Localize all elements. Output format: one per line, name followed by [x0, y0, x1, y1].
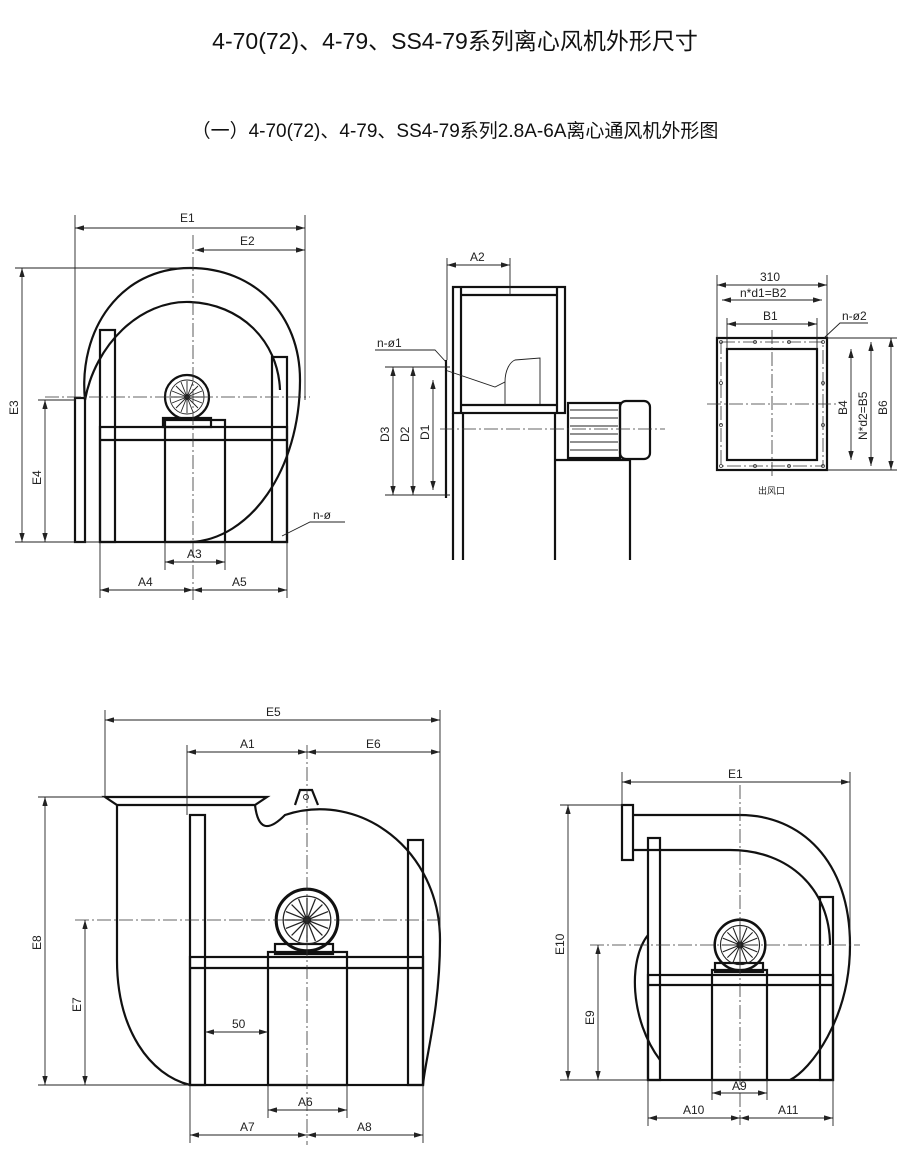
dim-310: 310: [760, 270, 780, 284]
dim-A5: A5: [232, 575, 247, 589]
dim-D3: D3: [378, 426, 392, 442]
dim-E3: E3: [7, 400, 21, 415]
outlet-flange-view: 310 n*d1=B2 B1 n-ø2 B4 N*d2=B5 B6 出风口: [707, 270, 897, 496]
dim-B6: B6: [876, 400, 890, 415]
dim-B5: N*d2=B5: [856, 391, 870, 440]
dim-E9: E9: [583, 1010, 597, 1025]
dim-E8: E8: [30, 935, 44, 950]
front-view-1: E1 E2 E3 E4 A3 A4 A5 n-ø: [7, 211, 345, 600]
dim-A8: A8: [357, 1120, 372, 1134]
hole-label: n-ø2: [842, 309, 867, 323]
front-view-3: E1 E10 E9 A9 A10 A11: [553, 767, 860, 1126]
dim-E6: E6: [366, 737, 381, 751]
dim-A10: A10: [683, 1103, 705, 1117]
dim-E1: E1: [728, 767, 743, 781]
dim-B4: B4: [836, 400, 850, 415]
dim-A11: A11: [778, 1103, 799, 1117]
dim-A4: A4: [138, 575, 153, 589]
hole-label: n-ø1: [377, 336, 402, 350]
side-view: A2 n-ø1 D3 D2 D1: [375, 250, 665, 560]
dim-D1: D1: [418, 424, 432, 440]
section-subtitle: （一）4-70(72)、4-79、SS4-79系列2.8A-6A离心通风机外形图: [191, 121, 719, 142]
front-view-2: E5 A1 E6 E8 E7 50 A6 A7 A8: [30, 705, 442, 1145]
dim-A9: A9: [732, 1079, 747, 1093]
outlet-label: 出风口: [758, 485, 785, 496]
dim-A1: A1: [240, 737, 255, 751]
dim-E7: E7: [70, 997, 84, 1012]
dim-E1: E1: [180, 211, 195, 225]
dim-B2: n*d1=B2: [740, 286, 787, 300]
dim-E10: E10: [553, 933, 567, 955]
dim-E4: E4: [30, 470, 44, 485]
dim-B1: B1: [763, 309, 778, 323]
dim-A3: A3: [187, 547, 202, 561]
dim-A2: A2: [470, 250, 485, 264]
dim-D2: D2: [398, 426, 412, 442]
dim-A7: A7: [240, 1120, 255, 1134]
hole-label: n-ø: [313, 508, 332, 522]
dim-E5: E5: [266, 705, 281, 719]
dim-A6: A6: [298, 1095, 313, 1109]
dim-50: 50: [232, 1017, 246, 1031]
dim-E2: E2: [240, 234, 255, 248]
page-title: 4-70(72)、4-79、SS4-79系列离心风机外形尺寸: [212, 28, 698, 54]
